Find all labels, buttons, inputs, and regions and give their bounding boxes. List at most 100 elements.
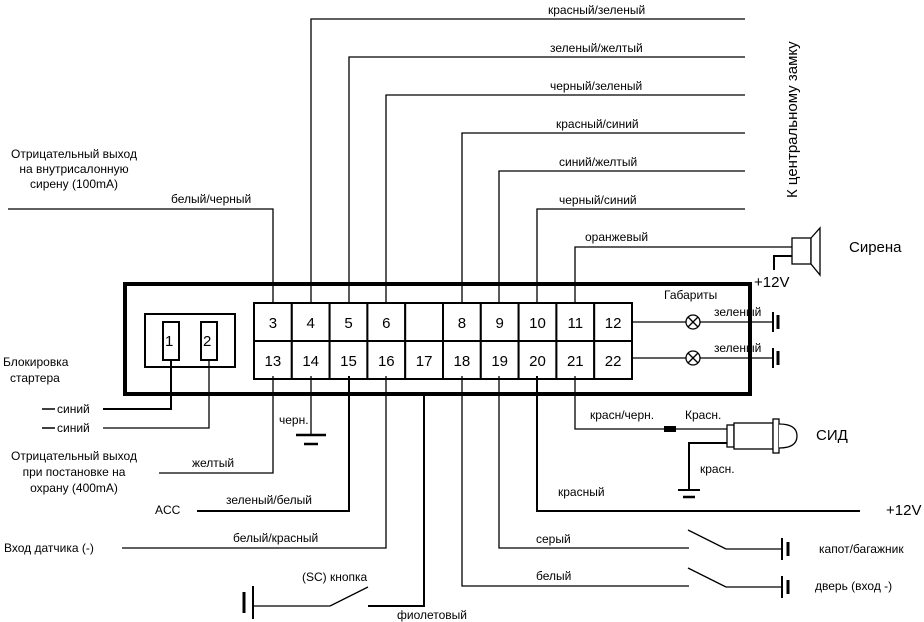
wire-pin5 <box>348 56 745 310</box>
armed-output-label-2: при постановке на <box>23 465 126 479</box>
led-base <box>726 424 735 448</box>
pin-label: 17 <box>416 353 433 370</box>
acc-group: ACC зеленый/белый <box>155 376 350 517</box>
wire-pin20 <box>536 376 860 512</box>
parking-lights-group: Габариты зеленый зеленый <box>632 288 780 368</box>
sc-button-group: (SC) кнопка фиолетовый <box>242 394 467 622</box>
led-minus-wire <box>688 442 727 490</box>
siren-supply-label: +12V <box>754 274 789 291</box>
connector-cell <box>517 340 558 380</box>
starter-relay: 1 2 <box>144 313 236 368</box>
wire-label-pin12: зеленый <box>714 305 761 319</box>
wire-label-pin17: фиолетовый <box>397 608 467 622</box>
pin-label: 21 <box>567 353 584 370</box>
starter-wire-2-label: синий <box>57 421 90 435</box>
wire-splice <box>664 426 676 432</box>
power-group: красный +12V <box>536 376 921 519</box>
starter-wire-2 <box>103 360 210 429</box>
wire-pin18 <box>461 376 689 587</box>
interior-siren-label-2: на внутрисалонную <box>19 162 128 176</box>
wire-pin16 <box>122 376 387 549</box>
pin-label: 9 <box>496 315 504 332</box>
starter-block-label-2: стартера <box>10 371 60 385</box>
hood-trunk-group: серый капот/багажник <box>498 376 904 560</box>
wire-pin15 <box>197 376 350 512</box>
led-minus-label: красн. <box>700 462 735 476</box>
sensor-input-label: Вход датчика (-) <box>4 541 94 555</box>
sensor-input-group: Вход датчика (-) белый/красный <box>4 376 387 555</box>
wire-pin3 <box>8 208 274 310</box>
led-label: СИД <box>816 427 848 444</box>
wire-pin9 <box>498 170 745 310</box>
led-icon <box>778 423 798 449</box>
wire-label-pin9: синий/желтый <box>559 155 637 169</box>
starter-wire-1-label: синий <box>57 402 90 416</box>
hood-trunk-label: капот/багажник <box>819 542 904 556</box>
siren-label: Сирена <box>849 239 902 256</box>
led-group: красн/черн. Красн. красн. СИД <box>574 376 848 499</box>
starter-wire-1 <box>103 360 172 410</box>
wire-label-pin15: зеленый/белый <box>226 493 312 507</box>
wire-label-pin5: зеленый/желтый <box>550 41 643 55</box>
relay-pin-1-label: 1 <box>165 333 173 350</box>
siren-group: оранжевый +12V Сирена <box>574 226 902 310</box>
wire-label-pin10: черный/синий <box>559 193 637 207</box>
pin-label: 11 <box>568 315 584 332</box>
connector-cell <box>290 340 331 380</box>
wire-label-pin18: белый <box>536 569 571 583</box>
central-lock-wires: красный/зеленый зеленый/желтый черный/зе… <box>310 3 801 310</box>
wire-label-pin3: белый/черный <box>171 192 251 206</box>
parking-lights-label: Габариты <box>664 288 717 302</box>
wire-pin13 <box>159 376 274 474</box>
pin-label: 20 <box>529 353 546 370</box>
acc-label: ACC <box>155 503 181 517</box>
wire-pin10 <box>536 208 745 310</box>
wire-label-pin8: красный/синий <box>556 117 639 131</box>
pin-label: 16 <box>378 353 395 370</box>
connector-cell <box>404 302 445 342</box>
alarm-unit-box <box>123 282 752 396</box>
armed-output-group: Отрицательный выход при постановке на ох… <box>11 376 274 495</box>
wire-label-pin14: черн. <box>279 413 309 427</box>
interior-siren-group: Отрицательный выход на внутрисалонную си… <box>8 147 274 310</box>
pin-label: 3 <box>269 315 277 332</box>
wire-pin19 <box>498 376 689 549</box>
sc-switch-icon <box>329 586 369 607</box>
central-lock-label: К центральному замку <box>784 41 801 198</box>
armed-output-label-1: Отрицательный выход <box>11 449 137 463</box>
wire-pin21 <box>574 376 664 430</box>
connector-cell <box>442 340 482 380</box>
wire-pin4 <box>310 18 745 310</box>
door-group: белый дверь (вход -) <box>461 376 892 598</box>
siren-horn-icon <box>810 226 821 277</box>
pin-label: 19 <box>491 353 508 370</box>
pin-label: 18 <box>454 353 471 370</box>
connector-cell <box>479 340 520 380</box>
pin-label: 8 <box>458 315 466 332</box>
wire-label-pin4: красный/зеленый <box>548 3 645 17</box>
wire-label-pin21: красн/черн. <box>590 408 654 422</box>
door-switch-icon <box>687 567 727 588</box>
wire-label-pin22: зеленый <box>714 341 761 355</box>
connector-cell <box>442 302 482 342</box>
pin-label: 22 <box>605 353 622 370</box>
wire-pin17 <box>368 394 425 607</box>
connector-cell <box>328 302 369 342</box>
starter-block-label-1: Блокировка <box>3 355 69 369</box>
wire-label-pin13: желтый <box>192 456 234 470</box>
wire-label-pin11: оранжевый <box>585 230 648 244</box>
led-plus-label: Красн. <box>685 408 721 422</box>
wire-label-pin6: черный/зеленый <box>550 79 642 93</box>
pin-label: 10 <box>529 315 546 332</box>
siren-body <box>791 237 812 265</box>
pin-label: 6 <box>382 315 390 332</box>
pin-label: 14 <box>302 353 319 370</box>
wire-pin6 <box>385 94 745 310</box>
relay-pin-2-label: 2 <box>203 333 211 350</box>
pin14-ground: черн. <box>279 376 326 446</box>
pin-label: 12 <box>605 315 622 332</box>
sc-button-label: (SC) кнопка <box>302 570 368 584</box>
power-label: +12V <box>886 502 921 519</box>
interior-siren-label-1: Отрицательный выход <box>11 147 137 161</box>
